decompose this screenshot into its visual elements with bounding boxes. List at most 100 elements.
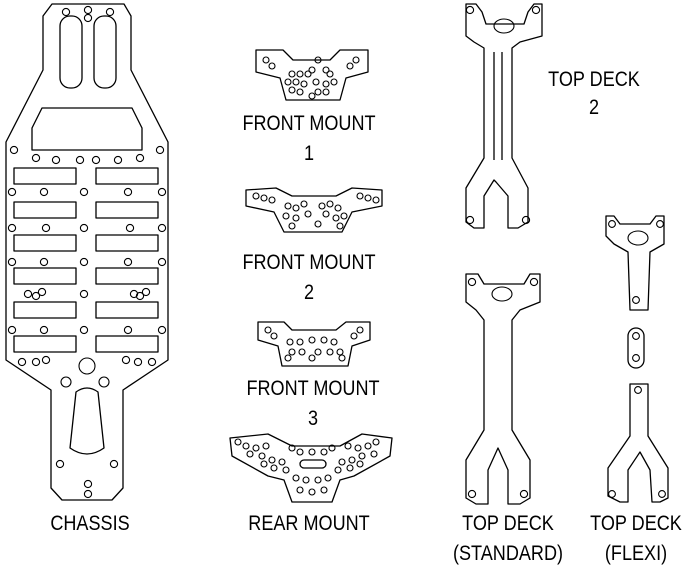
label-front-mount-1-line1: FRONT MOUNT: [242, 112, 376, 135]
rear-mount-hole: [314, 476, 322, 484]
rear-mount-hole: [234, 438, 242, 446]
front-mount-2-hole: [372, 196, 380, 204]
front-mount-1-part: [255, 49, 369, 101]
label-top-deck-2-line2: 2: [588, 96, 600, 119]
rear-mount-hole: [364, 442, 372, 450]
chassis-slot: [13, 234, 77, 252]
rear-mount-hole: [296, 448, 304, 456]
chassis-hole: [79, 289, 89, 299]
chassis-hole: [61, 7, 71, 17]
rear-mount-hole: [292, 474, 300, 482]
front-mount-2-hole: [332, 214, 340, 222]
chassis-slot: [95, 267, 159, 285]
label-top-deck-standard-line1: TOP DECK: [462, 512, 554, 535]
chassis-hole: [113, 155, 123, 165]
front-mount-3-hole: [286, 338, 294, 346]
chassis-hole: [109, 459, 119, 469]
rear-mount-hole: [370, 450, 378, 458]
label-rear-mount: REAR MOUNT: [248, 512, 370, 535]
front-mount-1-hole: [308, 92, 316, 100]
front-mount-1-hole: [304, 70, 312, 78]
chassis-hole: [75, 155, 85, 165]
rear-mount-hole: [288, 444, 296, 452]
chassis-hole: [157, 325, 167, 335]
chassis-slot: [13, 167, 77, 185]
front-mount-1-hole: [352, 56, 360, 64]
front-mount-1-hole: [330, 78, 338, 86]
chassis-hole: [83, 489, 93, 499]
front-mount-3-hole: [330, 338, 338, 346]
chassis-hole: [157, 223, 167, 233]
rear-mount-hole: [344, 442, 352, 450]
chassis-hole: [37, 287, 47, 297]
label-top-deck-standard: TOP DECK (STANDARD): [448, 512, 568, 566]
chassis-slot: [13, 201, 77, 219]
label-top-deck-flexi-line2: (FLEXI): [604, 542, 668, 565]
chassis-hole: [121, 355, 131, 365]
front-mount-1-hole: [296, 88, 304, 96]
chassis-hole: [91, 155, 101, 165]
front-mount-3-hole: [336, 348, 344, 356]
rear-mount-hole: [278, 458, 286, 466]
top-deck-2-hole: [531, 5, 541, 15]
rear-mount-hole: [320, 448, 328, 456]
front-mount-1-hole: [262, 56, 270, 64]
front-mount-2-hole: [292, 214, 300, 222]
top-deck-flexi-hole: [632, 354, 640, 362]
rear-mount-hole: [242, 442, 250, 450]
front-mount-2-hole: [326, 200, 334, 208]
rear-mount-hole: [338, 458, 346, 466]
front-mount-1-hole: [288, 70, 296, 78]
front-mount-2-hole: [292, 204, 300, 212]
front-mount-3-hole: [314, 348, 322, 356]
chassis-slot: [95, 201, 159, 219]
chassis-hole: [155, 145, 165, 155]
label-front-mount-3: FRONT MOUNT 3: [236, 377, 391, 431]
chassis-hole: [31, 357, 41, 367]
chassis-slot: [13, 267, 77, 285]
top-deck-flexi-hole: [632, 296, 640, 304]
chassis-hole: [7, 325, 17, 335]
top-deck-flexi-hole: [658, 490, 666, 498]
chassis-hole: [9, 145, 19, 155]
top-deck-flexi-hole: [608, 220, 616, 228]
rear-mount-hole: [260, 460, 268, 468]
rear-mount-hole: [252, 444, 260, 452]
rear-mount-hole: [268, 456, 276, 464]
rear-mount-hole: [356, 460, 364, 468]
chassis-hole: [123, 187, 133, 197]
top-deck-2-part: [465, 3, 543, 229]
chassis-hole: [105, 7, 115, 17]
chassis-hole: [135, 153, 145, 163]
rear-mount-hole: [354, 444, 362, 452]
front-mount-3-hole: [308, 336, 316, 344]
top-deck-flexi-hole: [632, 332, 640, 340]
chassis-hole: [133, 357, 143, 367]
chassis-hole: [23, 289, 33, 299]
rear-mount-hole: [258, 452, 266, 460]
front-mount-1-hole: [284, 78, 292, 86]
front-mount-1-hole: [314, 88, 322, 96]
top-deck-standard-part: [465, 273, 541, 505]
chassis-hole: [41, 355, 51, 365]
rear-mount-hole: [334, 466, 342, 474]
front-mount-3-hole: [356, 326, 364, 334]
rear-mount-part: [229, 433, 393, 503]
top-deck-standard-hole: [519, 489, 529, 499]
chassis-slot: [95, 234, 159, 252]
front-mount-1-hole: [346, 62, 354, 70]
chassis-slot: [95, 301, 159, 319]
chassis-hole: [83, 479, 93, 489]
front-mount-2-part: [245, 187, 383, 233]
label-front-mount-3-line2: 3: [307, 407, 319, 430]
chassis-hole: [51, 155, 61, 165]
label-front-mount-2: FRONT MOUNT 2: [232, 251, 387, 305]
chassis-hole: [135, 291, 145, 301]
chassis-hole: [129, 289, 139, 299]
top-deck-2-hole: [465, 5, 475, 15]
front-mount-3-hole: [298, 348, 306, 356]
chassis-hole: [79, 257, 89, 267]
front-mount-3-hole: [326, 348, 334, 356]
front-mount-3-hole: [320, 336, 328, 344]
